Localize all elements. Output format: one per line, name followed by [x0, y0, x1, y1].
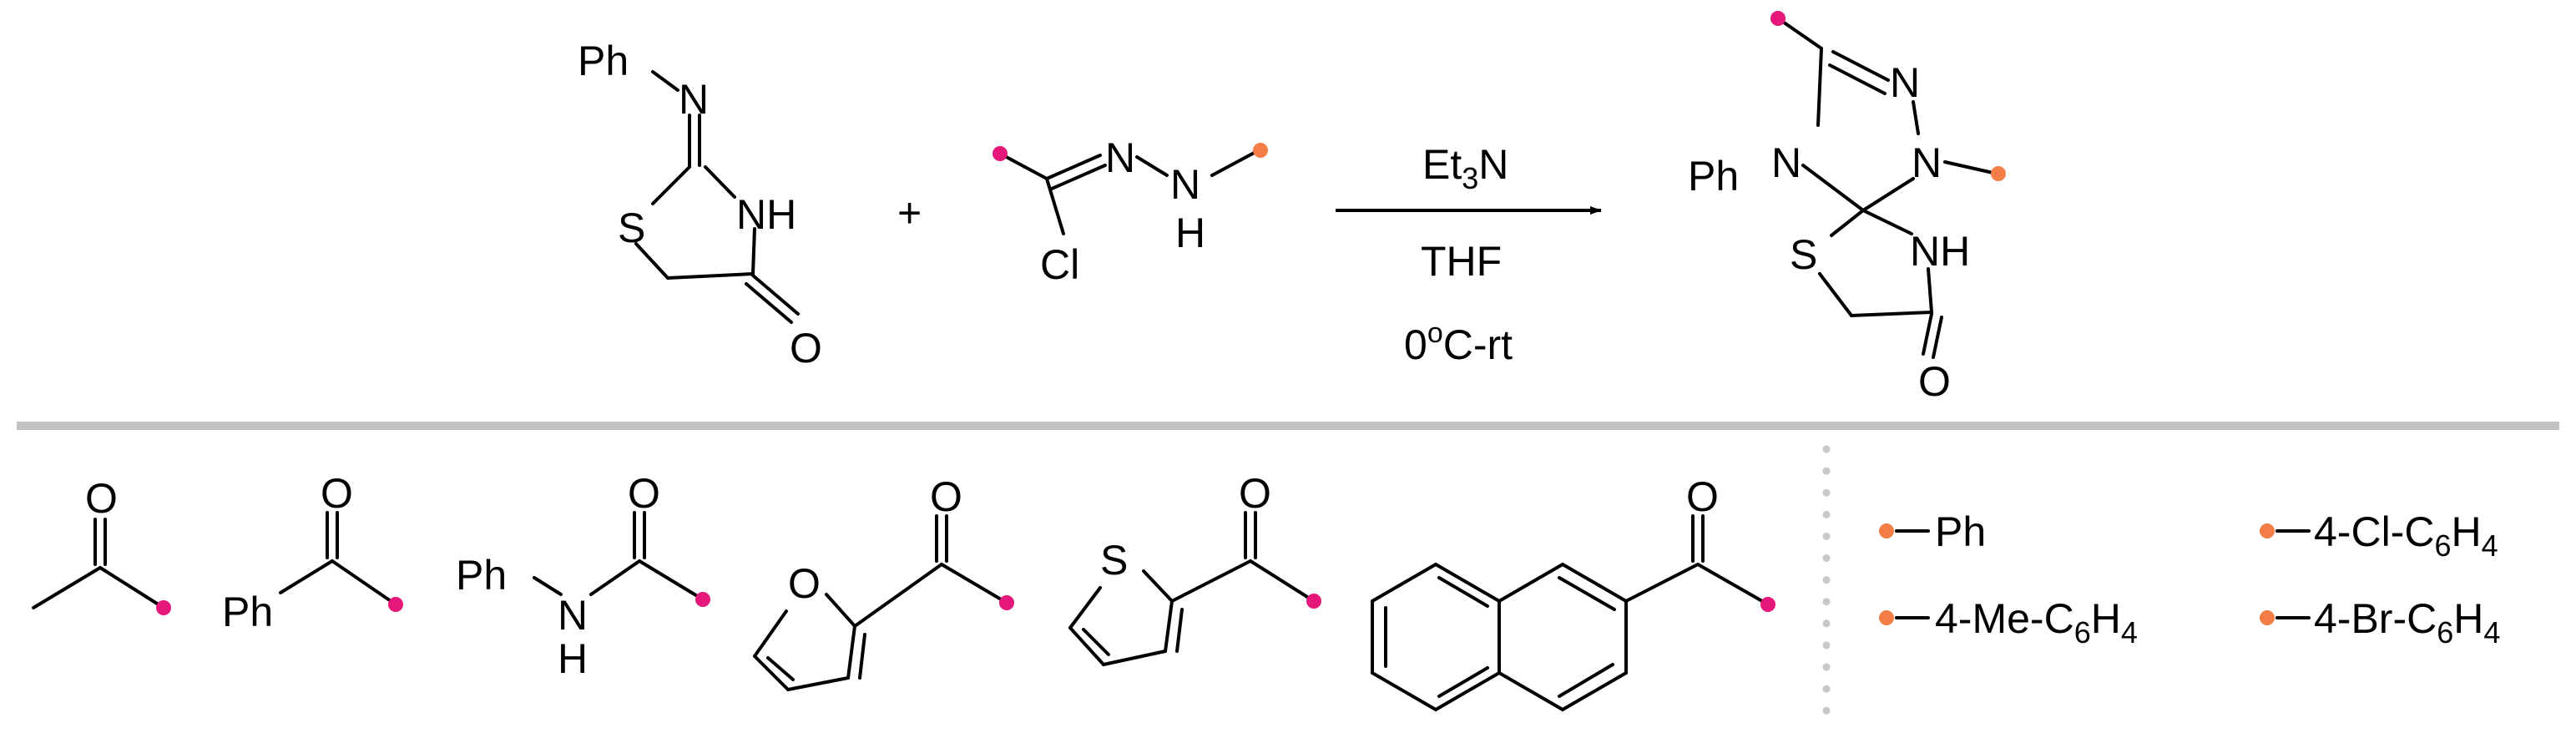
plus-sign: +: [897, 190, 922, 236]
atom-o: O: [790, 325, 822, 372]
r2-label: 4-Br-C6H4: [2314, 595, 2500, 650]
r1-phenylcarbamoyl: Ph N H O: [456, 470, 710, 682]
r2-marker: [2260, 610, 2275, 625]
thiazolidinone-reactant: Ph N S NH O: [578, 38, 822, 372]
atom-o: O: [1239, 470, 1271, 517]
atom-h: H: [1175, 210, 1205, 256]
r1-marker: [1760, 597, 1775, 612]
r2-phenyl: Ph: [1879, 508, 1986, 555]
reaction-conditions: Et3N THF 0oC-rt: [1336, 141, 1602, 368]
temperature-label: 0oC-rt: [1404, 317, 1513, 368]
r2-4-chlorophenyl: 4-Cl-C6H4: [2260, 508, 2498, 563]
atom-ph: Ph: [222, 589, 273, 635]
atom-n: N: [558, 592, 588, 639]
atom-o: O: [628, 470, 660, 517]
atom-o: O: [1918, 358, 1951, 405]
r2-label: Ph: [1935, 508, 1986, 555]
r1-naphthoyl: O: [1371, 473, 1775, 711]
r2-substituents: Ph 4-Cl-C6H4 4-Me-C6H4 4-Br-C6H4: [1879, 508, 2500, 650]
r1-acetyl: O: [32, 475, 171, 615]
hydrazonoyl-chloride-reactant: N N H Cl: [993, 134, 1268, 288]
atom-n: N: [1170, 161, 1200, 208]
atom-o: O: [85, 475, 118, 522]
atom-cl: Cl: [1040, 241, 1079, 288]
atom-s: S: [1100, 537, 1128, 584]
r1-marker: [388, 597, 403, 612]
r2-marker: [1253, 143, 1268, 158]
r1-thenoyl: S O: [1068, 470, 1321, 666]
atom-nh: NH: [736, 191, 796, 238]
r1-marker: [993, 146, 1008, 161]
r2-marker: [2260, 523, 2275, 538]
solvent-label: THF: [1421, 238, 1502, 285]
atom-n: N: [679, 76, 709, 123]
r1-marker: [1770, 11, 1786, 26]
r2-4-methylphenyl: 4-Me-C6H4: [1879, 595, 2138, 650]
r1-marker: [999, 595, 1014, 610]
base-label: Et3N: [1422, 141, 1508, 195]
atom-o: O: [1686, 473, 1719, 520]
atom-o: O: [930, 473, 962, 520]
atom-s: S: [1790, 231, 1817, 278]
atom-n: N: [1912, 139, 1942, 186]
r1-marker: [156, 600, 171, 615]
r2-label: 4-Cl-C6H4: [2314, 508, 2498, 563]
r1-marker: [1306, 594, 1321, 609]
atom-ph: Ph: [1688, 153, 1739, 200]
spiro-product: N Ph N N S NH O: [1688, 11, 2006, 405]
r1-benzoyl: O Ph: [222, 470, 403, 635]
atom-o: O: [321, 470, 353, 517]
atom-o: O: [788, 560, 821, 607]
atom-s: S: [618, 205, 645, 251]
atom-nh: NH: [1910, 228, 1970, 275]
atom-n: N: [1105, 134, 1135, 181]
r1-furoyl: O O: [753, 473, 1014, 691]
atom-ph: Ph: [456, 552, 507, 599]
r2-marker: [1991, 166, 2006, 181]
atom-h: H: [558, 635, 588, 682]
r2-marker: [1879, 610, 1894, 625]
atom-n: N: [1890, 59, 1920, 106]
atom-n: N: [1771, 139, 1801, 186]
atom-ph: Ph: [578, 38, 629, 84]
r2-marker: [1879, 523, 1894, 538]
r2-4-bromophenyl: 4-Br-C6H4: [2260, 595, 2500, 650]
r2-label: 4-Me-C6H4: [1935, 595, 2138, 650]
r1-marker: [695, 592, 710, 607]
